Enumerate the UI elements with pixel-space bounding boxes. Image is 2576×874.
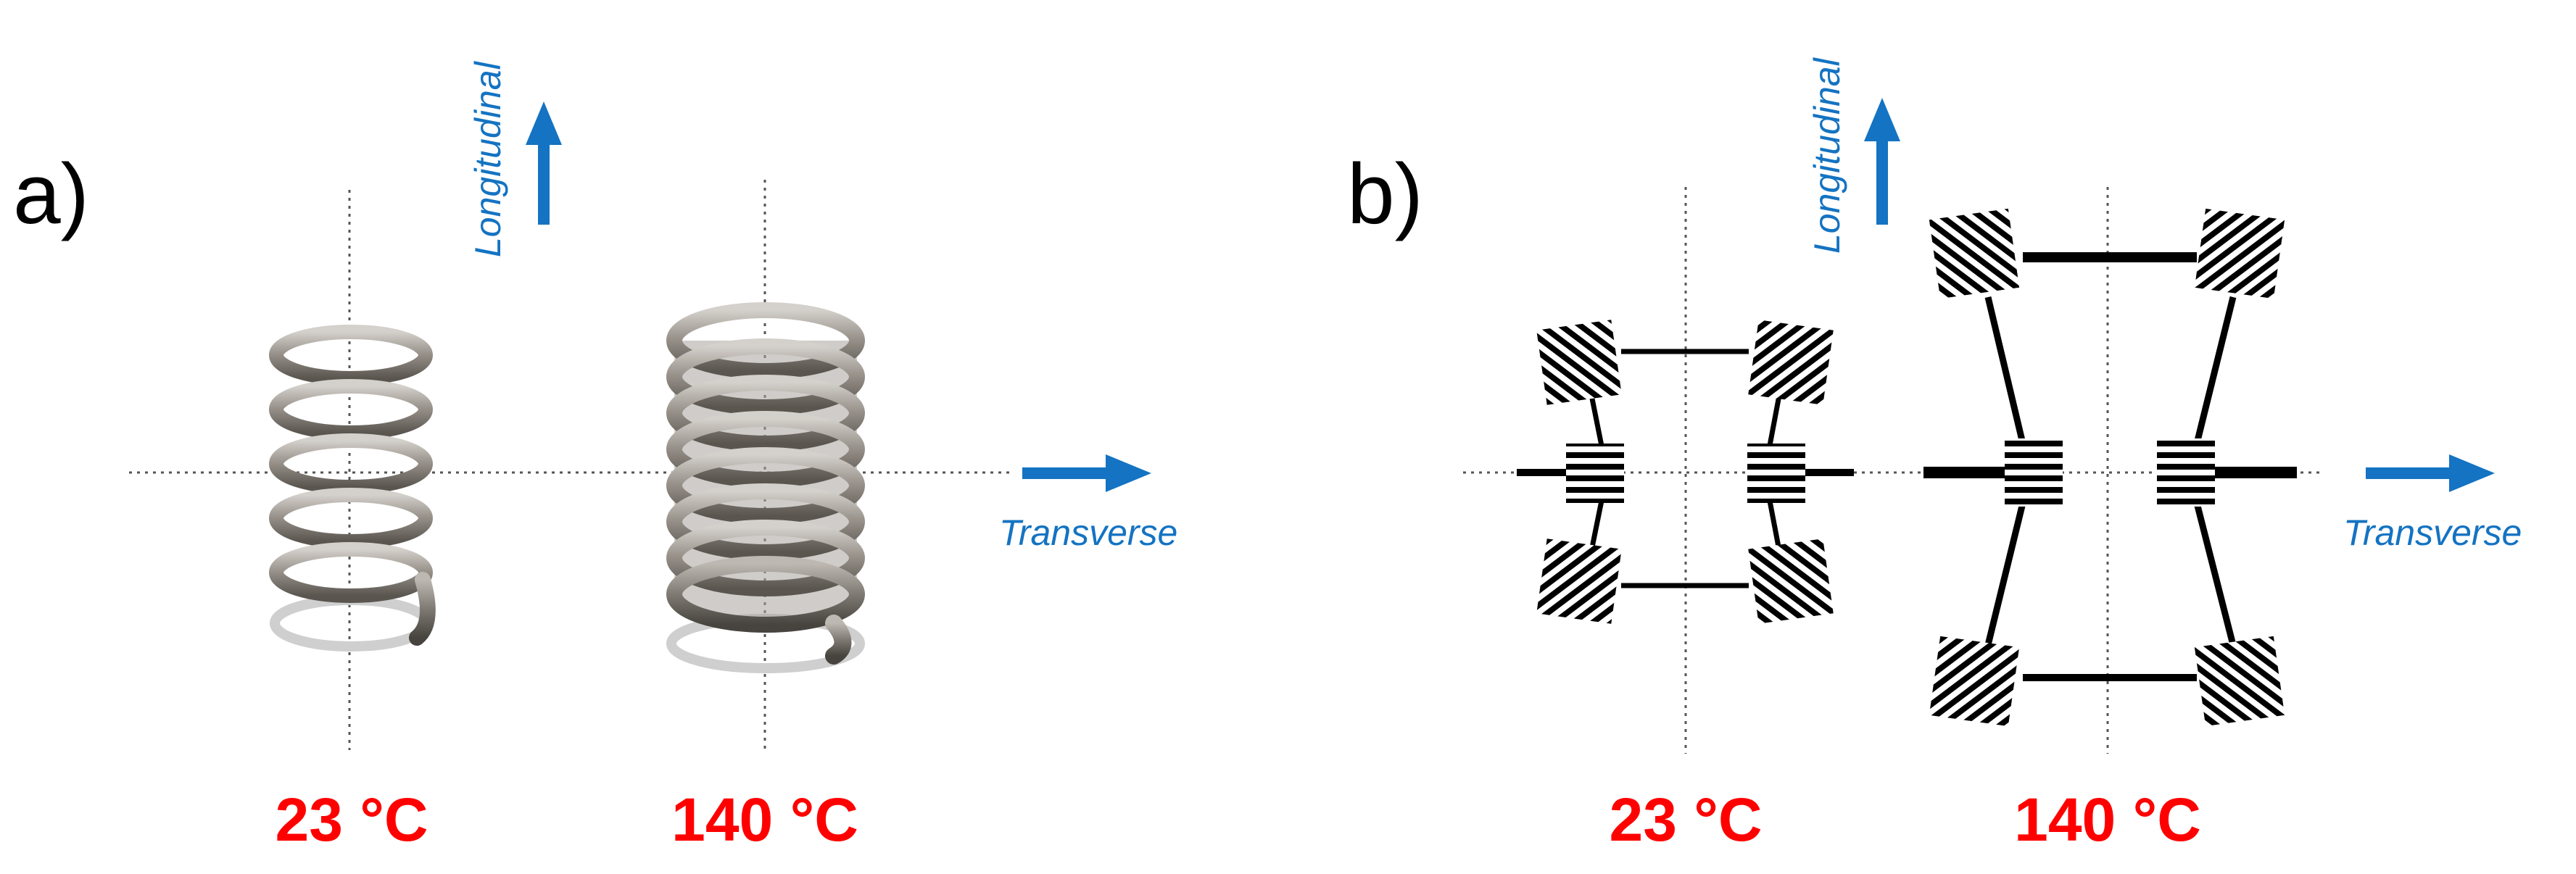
coil-spring-icon (666, 302, 865, 673)
panel-a-temp-high: 140 °C (671, 786, 858, 854)
panel-b-label: b) (1347, 146, 1423, 242)
panel-b-temp-low: 23 °C (1609, 786, 1762, 854)
striped-block-icon (1929, 208, 2285, 727)
panel-b-temp-high: 140 °C (2014, 786, 2201, 854)
arrow-right-icon (2366, 454, 2495, 492)
panel-b-longitudinal-label: Longitudinal (1807, 57, 1847, 254)
panel-a-transverse-label: Transverse (999, 512, 1177, 553)
panel-b: b) Longitudinal Transverse (1347, 57, 2522, 854)
arrow-right-icon (1022, 454, 1151, 492)
panel-a-temp-low: 23 °C (275, 786, 428, 854)
panel-a: a) Longitudinal Transverse (13, 60, 1177, 854)
re-entrant-structure-high (1923, 252, 2297, 681)
coil-spring-icon (269, 325, 436, 652)
panel-a-longitudinal-label: Longitudinal (468, 60, 508, 257)
panel-a-label: a) (13, 146, 89, 242)
arrow-up-icon (1864, 98, 1900, 225)
striped-block-icon (1536, 320, 1834, 624)
panel-b-transverse-label: Transverse (2343, 512, 2522, 553)
arrow-up-icon (526, 101, 562, 225)
